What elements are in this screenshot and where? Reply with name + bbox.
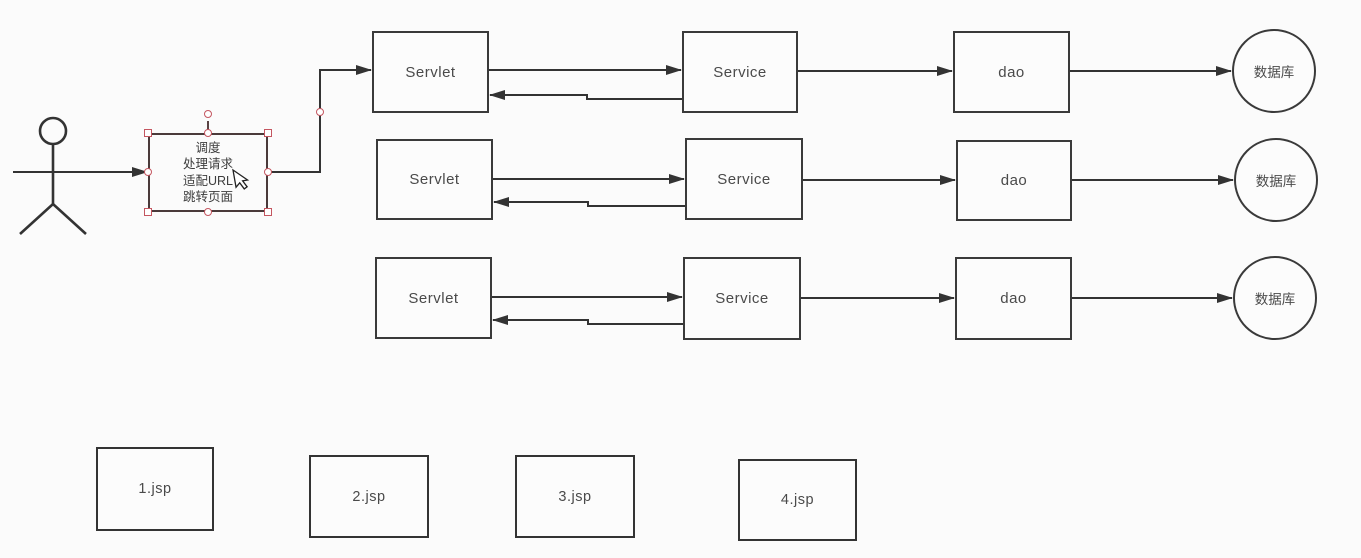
database-circle-1[interactable]: 数据库 bbox=[1232, 29, 1316, 113]
connector-note-to-servlet-1[interactable] bbox=[268, 65, 372, 173]
jsp-label: 4.jsp bbox=[780, 492, 815, 508]
actor-head bbox=[38, 116, 68, 146]
connector-service3-return[interactable] bbox=[492, 315, 683, 325]
jsp-box-4[interactable]: 4.jsp bbox=[738, 459, 857, 541]
note-line-4: 跳转页面 bbox=[182, 190, 233, 204]
database-circle-3[interactable]: 数据库 bbox=[1233, 256, 1317, 340]
note-line-3: 适配URL bbox=[182, 173, 233, 188]
note-line-1: 调度 bbox=[195, 140, 221, 155]
servlet-label: Servlet bbox=[405, 63, 456, 81]
servlet-box-3[interactable]: Servlet bbox=[375, 257, 492, 339]
selection-handle-n[interactable] bbox=[204, 129, 212, 137]
database-label: 数据库 bbox=[1254, 292, 1296, 307]
servlet-label: Servlet bbox=[409, 171, 460, 188]
selection-handle-nw[interactable] bbox=[144, 129, 152, 137]
selection-handle-ne[interactable] bbox=[264, 129, 272, 137]
note-line-2: 处理请求 bbox=[182, 157, 233, 171]
selection-handle-s[interactable] bbox=[204, 208, 212, 216]
jsp-box-1[interactable]: 1.jsp bbox=[96, 447, 214, 531]
controller-note-box[interactable]: 调度 处理请求 适配URL 跳转页面 bbox=[148, 133, 268, 212]
connector-service2-return[interactable] bbox=[493, 197, 685, 207]
actor-legs bbox=[19, 202, 87, 235]
dao-box-3[interactable]: dao bbox=[955, 257, 1072, 340]
dao-label: dao bbox=[1000, 172, 1028, 189]
service-box-2[interactable]: Service bbox=[685, 138, 803, 220]
service-box-1[interactable]: Service bbox=[682, 31, 798, 113]
service-label: Service bbox=[717, 170, 771, 188]
dao-label: dao bbox=[1000, 290, 1027, 307]
servlet-box-1[interactable]: Servlet bbox=[372, 31, 489, 113]
selection-handle-sw[interactable] bbox=[144, 208, 152, 216]
dao-box-1[interactable]: dao bbox=[953, 31, 1070, 113]
jsp-label: 2.jsp bbox=[352, 488, 386, 505]
selection-handle-e[interactable] bbox=[264, 168, 272, 176]
connector-midpoint-handle[interactable] bbox=[316, 108, 324, 116]
jsp-label: 1.jsp bbox=[138, 481, 172, 497]
database-circle-2[interactable]: 数据库 bbox=[1234, 138, 1318, 222]
dao-label: dao bbox=[998, 63, 1025, 81]
jsp-box-3[interactable]: 3.jsp bbox=[515, 455, 635, 538]
user-actor[interactable] bbox=[19, 116, 87, 235]
rotation-handle[interactable] bbox=[204, 110, 212, 118]
rotation-handle-stem bbox=[207, 121, 209, 131]
connector-service1-return[interactable] bbox=[489, 90, 682, 100]
servlet-box-2[interactable]: Servlet bbox=[376, 139, 493, 220]
service-box-3[interactable]: Service bbox=[683, 257, 801, 340]
database-label: 数据库 bbox=[1253, 65, 1295, 80]
servlet-label: Servlet bbox=[408, 289, 459, 307]
database-label: 数据库 bbox=[1255, 174, 1297, 189]
selection-handle-se[interactable] bbox=[264, 208, 272, 216]
selection-handle-w[interactable] bbox=[144, 168, 152, 176]
service-label: Service bbox=[713, 63, 767, 81]
jsp-box-2[interactable]: 2.jsp bbox=[309, 455, 429, 538]
dao-box-2[interactable]: dao bbox=[956, 140, 1072, 221]
jsp-label: 3.jsp bbox=[558, 488, 592, 505]
service-label: Service bbox=[715, 290, 769, 307]
